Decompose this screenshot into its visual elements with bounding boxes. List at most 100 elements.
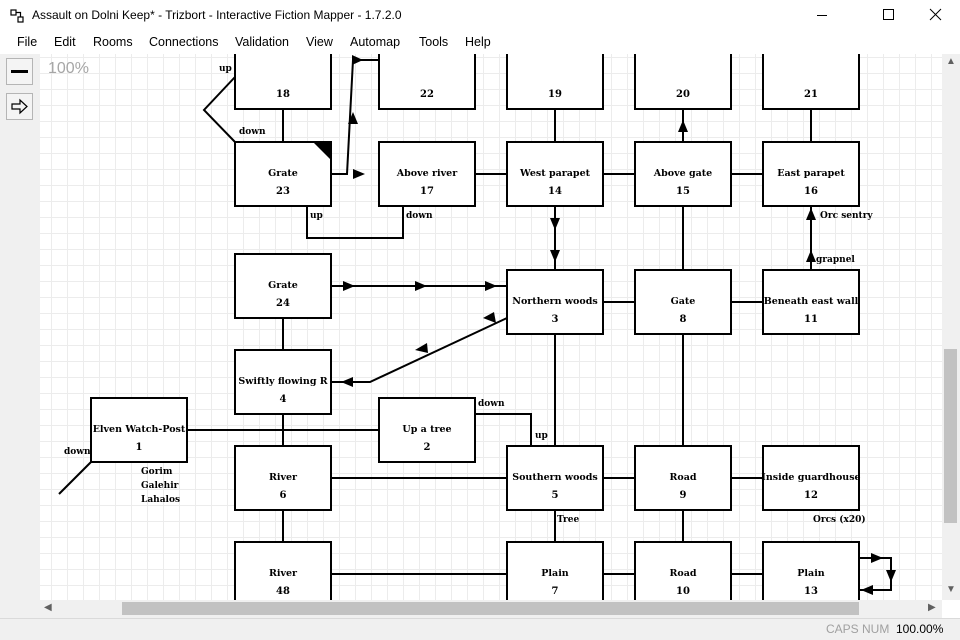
menu-edit[interactable]: Edit — [54, 35, 76, 49]
vertical-scrollbar[interactable]: ▲ ▼ — [942, 54, 960, 600]
room-4[interactable]: Swiftly flowing R4 — [234, 349, 332, 415]
room-20[interactable]: 20 — [634, 54, 732, 110]
menu-rooms[interactable]: Rooms — [93, 35, 133, 49]
room-box[interactable] — [234, 253, 332, 319]
scroll-up-icon[interactable]: ▲ — [946, 56, 956, 67]
vertical-scroll-thumb[interactable] — [944, 349, 957, 523]
room-name: Southern woods — [512, 472, 598, 483]
horizontal-scroll-thumb[interactable] — [122, 602, 859, 615]
room-box[interactable] — [506, 445, 604, 511]
room-number: 48 — [276, 586, 290, 597]
room-box[interactable] — [90, 397, 188, 463]
room-box[interactable] — [762, 54, 860, 110]
room-box[interactable] — [378, 54, 476, 110]
room-2[interactable]: Up a tree 2 — [378, 397, 476, 463]
room-number: 24 — [276, 298, 290, 309]
menu-bar: File Edit Rooms Connections Validation V… — [0, 31, 960, 54]
room-number: 10 — [676, 586, 690, 597]
room-number: 18 — [276, 89, 290, 100]
menu-validation[interactable]: Validation — [235, 35, 289, 49]
room-box[interactable] — [506, 141, 604, 207]
room-number: 23 — [276, 186, 290, 197]
line-tool-button[interactable] — [6, 58, 33, 85]
room-box[interactable] — [762, 141, 860, 207]
room-number: 3 — [552, 314, 559, 325]
room-19[interactable]: 19 — [506, 54, 604, 110]
zoom-indicator: 100% — [48, 60, 89, 77]
room-name: Elven Watch-Post — [93, 424, 186, 435]
room-number: 17 — [420, 186, 434, 197]
maximize-button[interactable] — [865, 0, 911, 31]
room-number: 2 — [424, 442, 431, 453]
room-box[interactable] — [762, 269, 860, 335]
arrow-tool-button[interactable] — [6, 93, 33, 120]
scroll-down-icon[interactable]: ▼ — [946, 584, 956, 595]
room-box[interactable] — [234, 445, 332, 511]
room-18[interactable]: 18 — [234, 54, 332, 110]
room-22[interactable]: 22 — [378, 54, 476, 110]
room-box[interactable] — [634, 269, 732, 335]
room-box[interactable] — [762, 445, 860, 511]
title-bar: Assault on Dolni Keep* - Trizbort - Inte… — [0, 0, 960, 31]
room-box[interactable] — [634, 141, 732, 207]
room-box[interactable] — [234, 141, 332, 207]
label-down-2: down — [478, 399, 505, 409]
room-box[interactable] — [378, 141, 476, 207]
close-button[interactable] — [912, 0, 958, 31]
status-bar: CAPS NUM 100.00% — [0, 618, 960, 640]
menu-help[interactable]: Help — [465, 35, 491, 49]
room-objects: Gorim Galehir Lahalos — [141, 467, 180, 505]
room-box[interactable] — [234, 541, 332, 600]
horizontal-scrollbar[interactable]: ◀ ▶ — [40, 600, 942, 618]
scroll-right-icon[interactable]: ▶ — [928, 602, 936, 613]
label-up-23: up — [310, 211, 323, 221]
room-number: 7 — [552, 586, 559, 597]
room-box[interactable] — [234, 349, 332, 415]
room-number: 19 — [548, 89, 562, 100]
object-gorim: Gorim — [141, 467, 173, 477]
room-box[interactable] — [234, 54, 332, 110]
room-name: Grate — [268, 280, 298, 291]
room-box[interactable] — [506, 269, 604, 335]
minimize-button[interactable] — [799, 0, 845, 31]
room-box[interactable] — [634, 541, 732, 600]
room-box[interactable] — [634, 54, 732, 110]
menu-file[interactable]: File — [17, 35, 38, 49]
room-box[interactable] — [378, 397, 476, 463]
room-24[interactable]: Grate 24 — [234, 253, 332, 319]
room-name: Up a tree — [402, 424, 451, 435]
room-box[interactable] — [762, 541, 860, 600]
menu-tools[interactable]: Tools — [419, 35, 449, 49]
object-lahalos: Lahalos — [141, 495, 180, 505]
room-corner-marker — [313, 142, 331, 160]
menu-automap[interactable]: Automap — [350, 35, 401, 49]
label-up-5: up — [535, 431, 548, 441]
menu-connections[interactable]: Connections — [149, 35, 219, 49]
room-box[interactable] — [506, 54, 604, 110]
menu-view[interactable]: View — [306, 35, 333, 49]
room-box[interactable] — [634, 445, 732, 511]
scroll-left-icon[interactable]: ◀ — [44, 602, 52, 613]
room-21[interactable]: 21 — [762, 54, 860, 110]
room-box[interactable] — [506, 541, 604, 600]
room-number: 6 — [280, 490, 287, 501]
